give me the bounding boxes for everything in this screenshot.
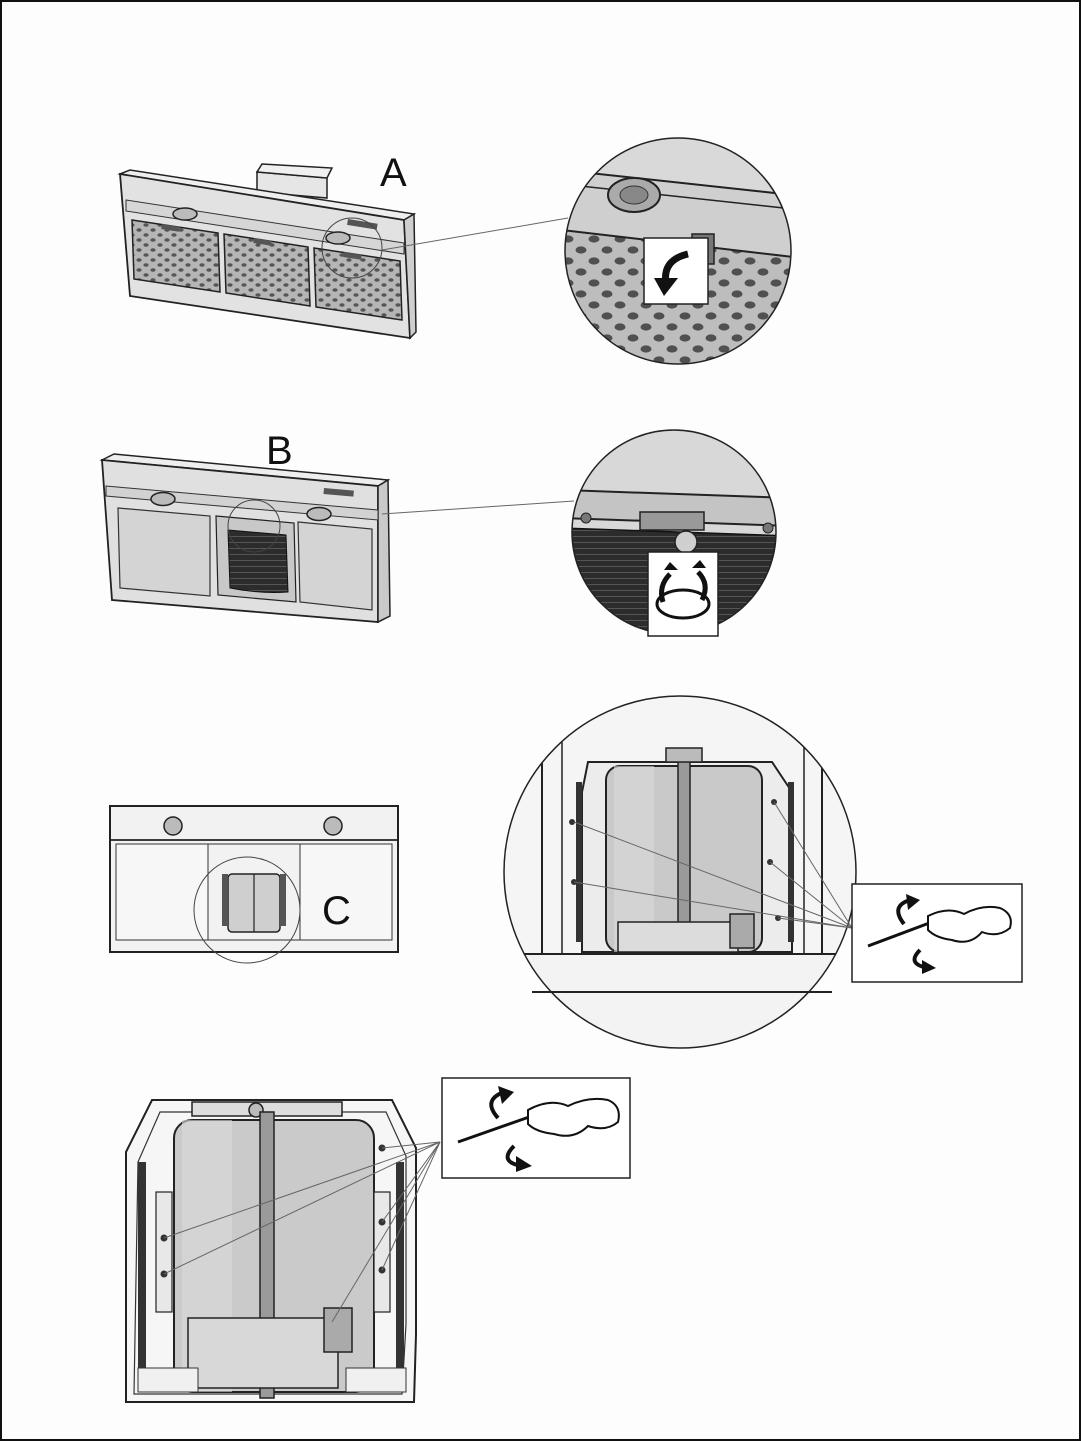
hood-b-view	[102, 454, 390, 622]
leader-line-b	[382, 501, 574, 514]
detail-b-bubble	[562, 422, 792, 652]
label-b: B	[266, 429, 293, 473]
motor-detail-view	[126, 1100, 416, 1402]
detail-c-bubble	[502, 696, 1022, 1048]
hood-a-view	[120, 164, 416, 338]
hood-c-front-view	[110, 806, 398, 963]
label-c: C	[322, 889, 351, 933]
label-a: A	[380, 151, 407, 195]
detail-a-bubble	[562, 132, 802, 372]
